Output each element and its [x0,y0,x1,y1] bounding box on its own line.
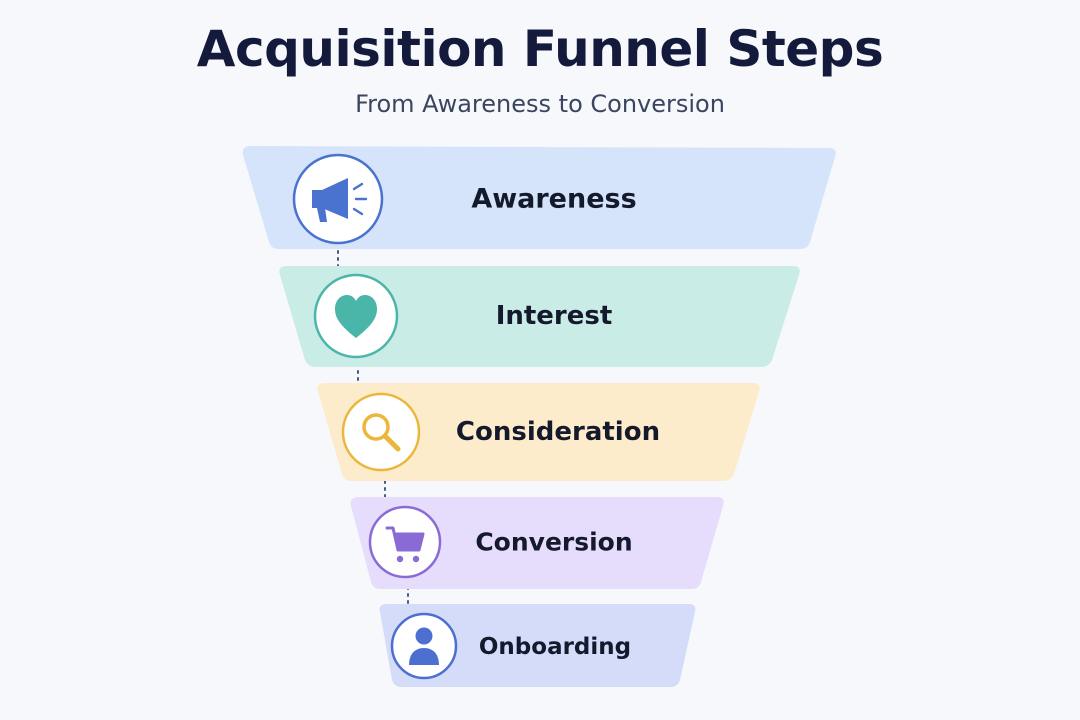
stage-band [279,266,800,367]
stage-label-onboarding: Onboarding [479,634,631,660]
stage-band [317,383,760,481]
megaphone-icon [312,178,368,222]
magnifier-icon [362,413,401,452]
stage-band [379,604,696,687]
funnel-stage-conversion: Conversion [350,497,724,589]
stage-band [350,497,724,589]
heart-icon [335,295,377,338]
page-subtitle: From Awareness to Conversion [355,90,725,118]
stage-band [242,146,836,249]
page-title: Acquisition Funnel Steps [196,20,884,78]
shopping-cart-icon [385,526,425,563]
funnel-stage-consideration: Consideration [317,383,760,481]
funnel-stage-interest: Interest [279,266,800,367]
stage-label-conversion: Conversion [475,528,632,557]
stage-icon-badge [341,392,421,472]
stage-label-awareness: Awareness [471,184,636,215]
funnel-stage-awareness: Awareness [242,146,836,249]
stage-label-interest: Interest [496,301,613,331]
stage-icon-badge [390,612,458,680]
user-icon [409,627,439,665]
stage-label-consideration: Consideration [456,417,660,447]
funnel-stage-onboarding: Onboarding [379,604,696,687]
